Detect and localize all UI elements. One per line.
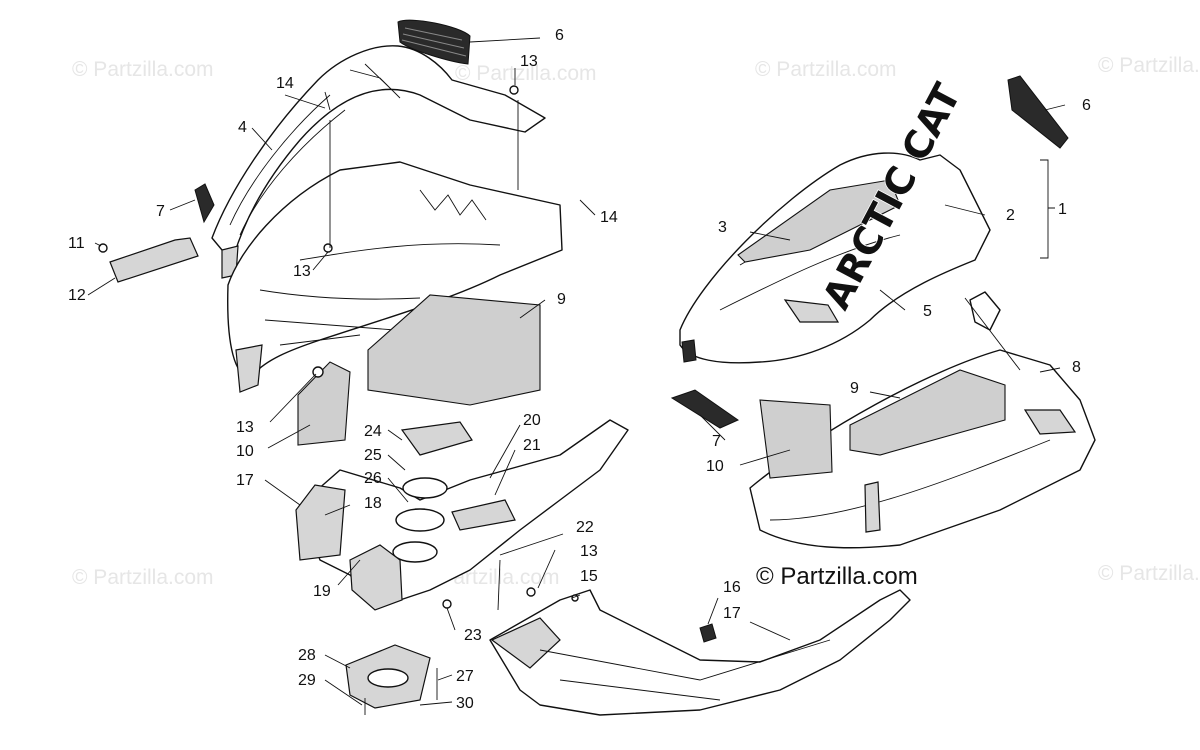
callout-numbers: 1 2 3 4 5 6 6 7 7 8 9 9 10 10 11 12 13 1…: [68, 27, 1091, 712]
callout-14: 14: [600, 209, 618, 226]
callout-10: 10: [236, 443, 254, 460]
clip-part-left: [194, 183, 215, 224]
callout-13: 13: [293, 263, 311, 280]
watermark: © Partzilla.com: [72, 58, 214, 81]
watermark: © Partzilla.com: [72, 566, 214, 589]
callout-17: 17: [723, 605, 741, 622]
foam-block-right: [759, 399, 833, 479]
callout-18: 18: [364, 495, 382, 512]
callout-11: 11: [68, 235, 85, 252]
callout-12: 12: [68, 287, 86, 304]
callout-7: 7: [156, 203, 165, 220]
callout-7: 7: [712, 433, 721, 450]
callout-20: 20: [523, 412, 541, 429]
grille-insert-right: [1007, 75, 1069, 149]
callout-21: 21: [523, 437, 541, 454]
callout-2: 2: [1006, 207, 1015, 224]
callout-10: 10: [706, 458, 724, 475]
callout-22: 22: [576, 519, 594, 536]
callout-9: 9: [850, 380, 859, 397]
watermark: © Partzilla.com: [455, 62, 597, 85]
callout-8: 8: [1072, 359, 1081, 376]
lower-assembly: [295, 419, 629, 611]
callout-19: 19: [313, 583, 331, 600]
watermark: © Partzilla.com: [755, 58, 897, 81]
callout-5: 5: [923, 303, 932, 320]
callout-1: 1: [1058, 201, 1067, 218]
callout-13: 13: [520, 53, 538, 70]
callout-3: 3: [718, 219, 727, 236]
callout-23: 23: [464, 627, 482, 644]
callout-13: 13: [580, 543, 598, 560]
foam-pad-left: [367, 294, 541, 406]
callout-24: 24: [364, 423, 382, 440]
grille-insert-lower: [670, 389, 740, 429]
bracket-part: [109, 237, 199, 283]
lower-nose-part: [227, 161, 563, 393]
callout-4: 4: [238, 119, 247, 136]
callout-26: 26: [364, 470, 382, 487]
leader-lines: [87, 37, 1066, 706]
belly-pan-part: [489, 589, 911, 716]
callout-17: 17: [236, 472, 254, 489]
callout-15: 15: [580, 568, 598, 585]
callout-9: 9: [557, 291, 566, 308]
callout-13: 13: [236, 419, 254, 436]
callout-29: 29: [298, 672, 316, 689]
watermark: © Partzilla.com: [1098, 562, 1200, 585]
grille-insert-top: [397, 19, 471, 65]
callout-30: 30: [456, 695, 474, 712]
callout-14: 14: [276, 75, 294, 92]
callout-16: 16: [723, 579, 741, 596]
watermark: © Partzilla.com: [1098, 54, 1200, 77]
callout-28: 28: [298, 647, 316, 664]
callout-25: 25: [364, 447, 382, 464]
callout-6: 6: [555, 27, 564, 44]
copyright-label: © Partzilla.com: [756, 563, 918, 590]
callout-27: 27: [456, 668, 474, 685]
lower-side-panel-part: [749, 291, 1096, 549]
callout-6: 6: [1082, 97, 1091, 114]
foam-block-left: [297, 361, 351, 446]
